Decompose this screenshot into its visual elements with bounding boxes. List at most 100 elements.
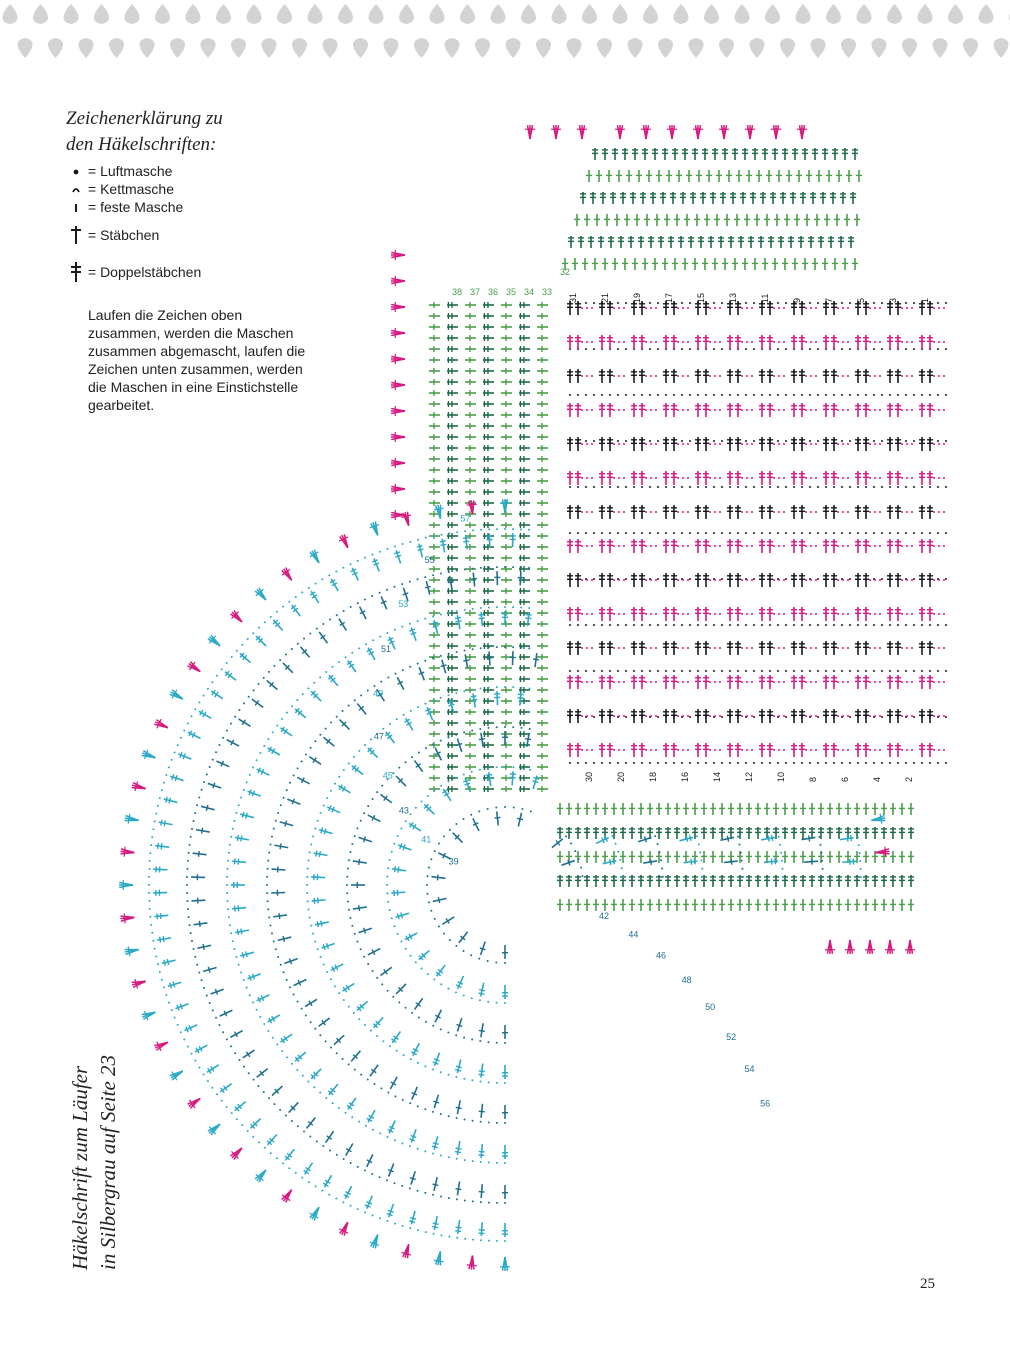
chain-dot	[274, 1103, 276, 1105]
stitch-symbol	[752, 258, 758, 270]
stitch-symbol	[735, 709, 741, 723]
stitch-symbol	[767, 539, 773, 553]
drop-shape	[948, 4, 963, 24]
chain-dot	[418, 1017, 420, 1019]
chain-dot	[161, 789, 163, 791]
chain-dot	[751, 579, 753, 581]
chain-dot	[151, 836, 153, 838]
chain-dot	[586, 681, 588, 683]
stitch-symbol	[620, 192, 626, 204]
stitch-symbol	[519, 467, 530, 473]
chain-dot	[236, 650, 238, 652]
chain-dot	[729, 624, 731, 626]
stitch-symbol	[662, 148, 668, 160]
chain-dot	[349, 851, 351, 853]
chain-dot	[321, 1190, 323, 1192]
stitch-symbol	[791, 471, 797, 485]
chain-dot	[424, 1108, 426, 1110]
chain-dot	[869, 715, 871, 717]
chain-dot	[650, 443, 652, 445]
chain-dot	[623, 613, 625, 615]
stitch-symbol	[631, 573, 637, 587]
stitch-symbol	[654, 214, 660, 226]
chain-dot	[586, 511, 588, 513]
chain-dot	[705, 486, 707, 488]
stitch-symbol	[863, 709, 869, 723]
chain-dot	[713, 348, 715, 350]
stitch-symbol	[919, 709, 925, 723]
stitch-symbol	[716, 170, 722, 182]
chain-dot	[773, 443, 775, 445]
chain-dot	[229, 844, 231, 846]
stitch-symbol	[537, 302, 548, 308]
stitch-symbol	[863, 539, 869, 553]
chain-dot	[937, 670, 939, 672]
chain-dot	[387, 1091, 389, 1093]
stitch-symbol	[703, 675, 709, 689]
chain-dot	[801, 762, 803, 764]
stitch-symbol	[510, 651, 516, 665]
stitch-symbol	[517, 571, 524, 585]
chain-dot	[719, 409, 721, 411]
stitch-symbol	[927, 743, 933, 757]
chain-dot	[847, 579, 849, 581]
stitch-symbol	[647, 875, 653, 887]
chain-dot	[569, 394, 571, 396]
chain-dot	[504, 1082, 506, 1084]
stitch-symbol	[412, 996, 425, 1011]
chain-dot	[428, 901, 430, 903]
stitch-symbol	[927, 573, 933, 587]
stitch-symbol	[703, 573, 709, 587]
stitch-symbol	[483, 555, 494, 561]
stitch-symbol	[638, 236, 644, 248]
stitch-symbol	[457, 930, 470, 945]
chain-dot	[913, 578, 915, 580]
chain-dot	[906, 613, 908, 615]
chain-dot	[448, 1156, 450, 1158]
chain-dot	[753, 440, 755, 442]
fan-symbol	[229, 1145, 246, 1162]
chain-dot	[777, 302, 779, 304]
chain-dot	[433, 978, 435, 980]
stitch-symbol	[671, 743, 677, 757]
chain-dot	[869, 545, 871, 547]
chain-dot	[809, 532, 811, 534]
stitch-symbol	[728, 236, 734, 248]
stitch-symbol	[639, 505, 645, 519]
chain-dot	[618, 511, 620, 513]
stitch-symbol	[408, 1210, 418, 1225]
chain-dot	[279, 659, 281, 661]
chain-dot	[380, 681, 382, 683]
chain-dot	[323, 964, 325, 966]
chain-dot	[504, 646, 506, 648]
chain-dot	[933, 681, 935, 683]
chain-dot	[480, 567, 482, 569]
chain-dot	[821, 860, 823, 862]
row-number-label: 54	[745, 1064, 755, 1074]
chain-dot	[623, 579, 625, 581]
chain-dot	[189, 844, 191, 846]
chain-dot	[591, 749, 593, 751]
stitch-symbol	[483, 335, 494, 341]
chain-dot	[440, 573, 442, 575]
chain-dot	[471, 689, 473, 691]
chain-dot	[865, 624, 867, 626]
chain-dot	[737, 762, 739, 764]
stitch-symbol	[692, 875, 698, 887]
chain-dot	[657, 578, 659, 580]
stitch-symbol	[800, 851, 806, 863]
chain-dot	[677, 341, 679, 343]
chain-dot	[148, 876, 150, 878]
chain-dot	[159, 971, 161, 973]
chain-dot	[879, 477, 881, 479]
chain-dot	[365, 1125, 367, 1127]
stitch-symbol	[791, 539, 797, 553]
stitch-symbol	[501, 665, 512, 671]
stitch-symbol	[639, 403, 645, 417]
chain-dot	[387, 901, 389, 903]
chain-dot	[943, 375, 945, 377]
chain-dot	[633, 486, 635, 488]
chain-dot	[625, 624, 627, 626]
chain-dot	[456, 1198, 458, 1200]
stitch-symbol	[478, 1063, 486, 1078]
